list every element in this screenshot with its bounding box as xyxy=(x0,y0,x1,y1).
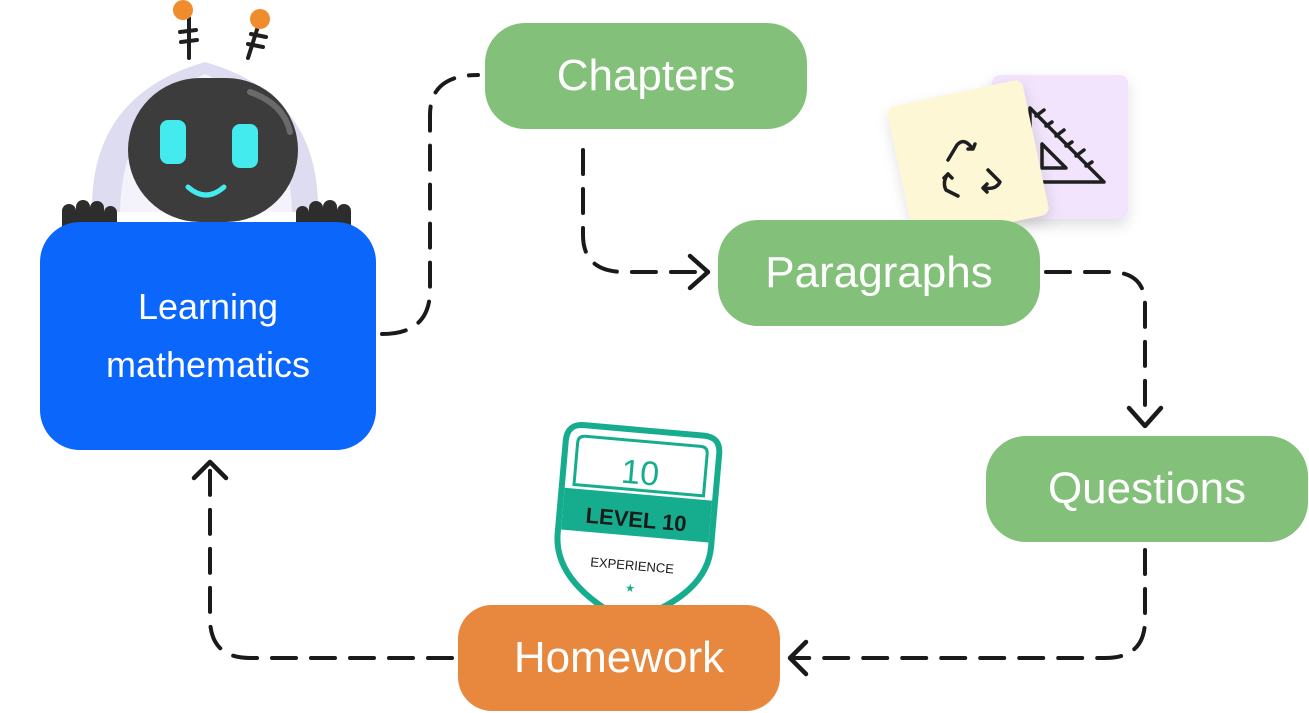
node-chapters: Chapters xyxy=(485,23,807,129)
recycle-arrows-icon xyxy=(942,139,1002,198)
badge-star-icon: ★ xyxy=(625,581,636,595)
node-questions: Questions xyxy=(986,436,1308,542)
node-homework-label: Homework xyxy=(513,633,725,682)
arrowhead-homework xyxy=(787,639,809,677)
arrowhead-questions xyxy=(1126,405,1164,429)
arrowhead-paragraphs xyxy=(687,253,711,291)
node-chapters-label: Chapters xyxy=(556,51,736,100)
connector-learning-to-chapters xyxy=(380,73,480,336)
node-questions-label: Questions xyxy=(1047,464,1247,513)
sticky-note-yellow xyxy=(887,80,1049,242)
node-learning-label: Learning mathematics xyxy=(105,286,311,385)
connector-questions-to-homework xyxy=(793,548,1147,660)
connector-paragraphs-to-questions xyxy=(1044,270,1147,420)
arrowhead-learning xyxy=(191,459,229,481)
badge-number: 10 xyxy=(620,453,661,494)
node-homework: Homework xyxy=(458,605,780,711)
badge-caption: EXPERIENCE xyxy=(590,554,675,576)
connector-chapters-to-paragraphs xyxy=(581,148,702,274)
node-paragraphs-label: Paragraphs xyxy=(765,248,993,297)
connector-homework-to-learning xyxy=(208,468,454,660)
node-paragraphs: Paragraphs xyxy=(718,220,1040,326)
node-learning-mathematics: Learning mathematics xyxy=(40,222,376,450)
set-square-ruler-icon xyxy=(1028,106,1106,184)
